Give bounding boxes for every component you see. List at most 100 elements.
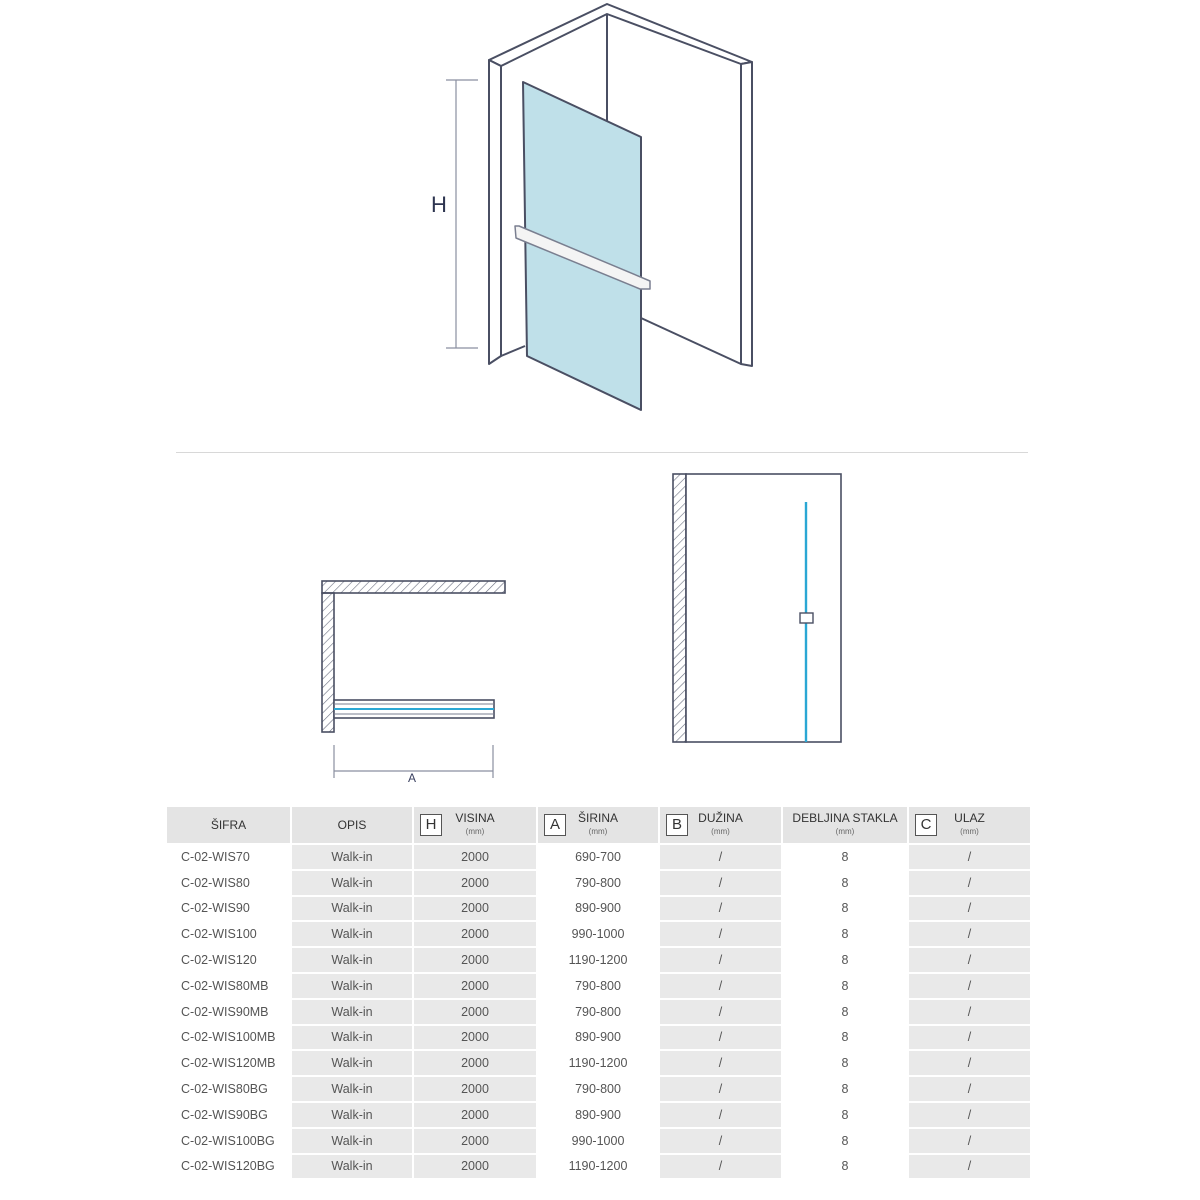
table-cell: 1190-1200 xyxy=(537,947,660,974)
table-cell: 2000 xyxy=(413,844,538,871)
height-label: H xyxy=(431,192,447,217)
table-cell: 2000 xyxy=(413,1050,538,1078)
table-cell: / xyxy=(659,947,783,974)
table-cell: 8 xyxy=(782,1050,909,1078)
table-cell: Walk-in xyxy=(291,1101,414,1129)
table-cell: / xyxy=(659,1076,783,1103)
table-cell: C-02-WIS90MB xyxy=(167,998,292,1026)
table-cell: / xyxy=(659,972,783,1000)
table-cell: / xyxy=(908,921,1032,949)
towel-bar xyxy=(514,225,651,290)
table-cell: C-02-WIS80 xyxy=(167,869,292,897)
table-cell: 2000 xyxy=(413,1101,538,1129)
table-cell: / xyxy=(908,1024,1032,1052)
table-cell: Walk-in xyxy=(291,998,414,1026)
table-cell: 8 xyxy=(782,972,909,1000)
table-cell: 2000 xyxy=(413,869,538,897)
table-cell: / xyxy=(659,1101,783,1129)
table-cell: / xyxy=(659,998,783,1026)
width-dimension xyxy=(333,745,494,778)
table-cell: 8 xyxy=(782,1024,909,1052)
height-dimension xyxy=(446,79,478,349)
table-cell: C-02-WIS100MB xyxy=(167,1024,292,1052)
table-cell: / xyxy=(659,844,783,871)
table-cell: / xyxy=(908,1076,1032,1103)
side-bar-bracket xyxy=(799,612,814,624)
badge-c: C xyxy=(915,814,937,836)
table-cell: 890-900 xyxy=(537,1024,660,1052)
badge-a: A xyxy=(544,814,566,836)
table-cell: / xyxy=(908,1050,1032,1078)
table-cell: 2000 xyxy=(413,998,538,1026)
table-cell: 8 xyxy=(782,869,909,897)
table-cell: / xyxy=(908,844,1032,871)
table-cell: Walk-in xyxy=(291,1127,414,1155)
table-cell: 1190-1200 xyxy=(537,1050,660,1078)
wall-floor-left xyxy=(500,345,526,357)
table-cell: 8 xyxy=(782,895,909,923)
table-cell: Walk-in xyxy=(291,844,414,871)
table-cell: Walk-in xyxy=(291,972,414,1000)
table-cell: C-02-WIS90 xyxy=(167,895,292,923)
table-cell: / xyxy=(659,895,783,923)
table-cell: 8 xyxy=(782,921,909,949)
table-cell: 2000 xyxy=(413,1127,538,1155)
table-cell: 2000 xyxy=(413,972,538,1000)
table-cell: / xyxy=(659,1153,783,1181)
table-cell: / xyxy=(908,972,1032,1000)
table-cell: Walk-in xyxy=(291,947,414,974)
table-cell: C-02-WIS80BG xyxy=(167,1076,292,1103)
table-cell: / xyxy=(908,1127,1032,1155)
badge-h: H xyxy=(420,814,442,836)
table-cell: / xyxy=(908,895,1032,923)
table-cell: 8 xyxy=(782,947,909,974)
side-wall xyxy=(672,473,687,743)
table-cell: Walk-in xyxy=(291,895,414,923)
table-cell: Walk-in xyxy=(291,921,414,949)
table-cell: / xyxy=(908,1153,1032,1181)
table-cell: 790-800 xyxy=(537,869,660,897)
table-cell: 8 xyxy=(782,844,909,871)
table-cell: 8 xyxy=(782,1076,909,1103)
table-cell: 890-900 xyxy=(537,895,660,923)
table-cell: Walk-in xyxy=(291,1153,414,1181)
table-cell: 2000 xyxy=(413,1024,538,1052)
table-cell: 2000 xyxy=(413,947,538,974)
table-cell: 790-800 xyxy=(537,998,660,1026)
table-cell: Walk-in xyxy=(291,869,414,897)
table-cell: 8 xyxy=(782,998,909,1026)
table-cell: / xyxy=(659,1050,783,1078)
right-wall-panel xyxy=(740,61,753,367)
side-view xyxy=(672,473,842,743)
table-cell: 1190-1200 xyxy=(537,1153,660,1181)
glass-panel xyxy=(522,81,642,411)
plan-wall-top xyxy=(321,580,506,594)
table-cell: / xyxy=(659,869,783,897)
back-wall-top xyxy=(488,3,753,67)
wall-floor-right xyxy=(640,317,742,365)
section-divider xyxy=(176,452,1028,453)
plan-view xyxy=(321,580,506,733)
table-cell: / xyxy=(908,869,1032,897)
table-cell: C-02-WIS100BG xyxy=(167,1127,292,1155)
table-cell: Walk-in xyxy=(291,1024,414,1052)
table-cell: C-02-WIS80MB xyxy=(167,972,292,1000)
table-cell: Walk-in xyxy=(291,1076,414,1103)
header-debljina: DEBLJINA STAKLA(mm) xyxy=(782,807,909,845)
side-frame xyxy=(685,473,842,743)
table-cell: 2000 xyxy=(413,895,538,923)
table-cell: 990-1000 xyxy=(537,1127,660,1155)
